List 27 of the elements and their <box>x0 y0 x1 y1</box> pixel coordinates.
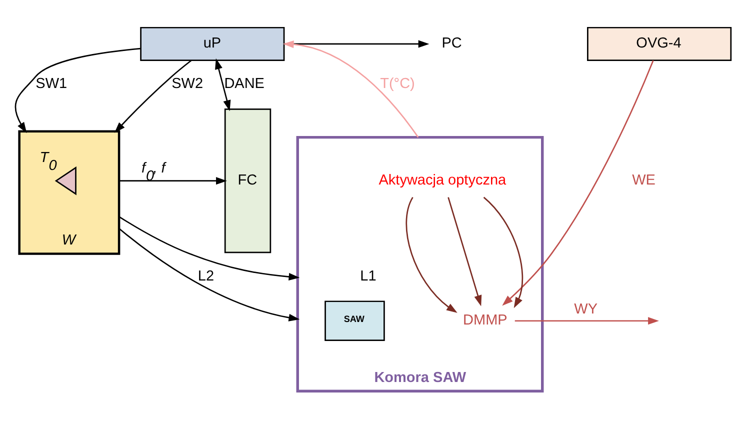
edge-label: WY <box>574 300 598 317</box>
arrow <box>502 60 654 306</box>
node-box: uP <box>140 26 285 60</box>
node-text: DMMP <box>463 312 508 328</box>
arrow <box>119 176 227 184</box>
node-box: OVG-4 <box>587 26 732 60</box>
node-text: Aktywacja optyczna <box>378 172 506 188</box>
node-box: FC <box>224 108 272 253</box>
node-box: SAW <box>324 300 385 341</box>
node-text: PC <box>442 34 462 51</box>
edge-label: SW1 <box>36 76 68 92</box>
edge-label: L1 <box>360 268 376 284</box>
edge-label: L2 <box>198 268 214 284</box>
edge-label: SW2 <box>172 76 204 92</box>
arrow <box>118 216 300 280</box>
edge-label: T(°C) <box>380 76 415 92</box>
arrow <box>215 58 231 111</box>
edge-label: WE <box>632 172 656 188</box>
arrow <box>406 196 458 312</box>
arrow <box>14 47 141 133</box>
arrow <box>448 196 482 306</box>
arrow <box>282 40 419 138</box>
arrow <box>483 196 524 308</box>
arrow <box>118 227 300 321</box>
arrow <box>514 316 659 324</box>
edge-label: DANE <box>224 76 264 92</box>
arrow <box>114 59 192 132</box>
